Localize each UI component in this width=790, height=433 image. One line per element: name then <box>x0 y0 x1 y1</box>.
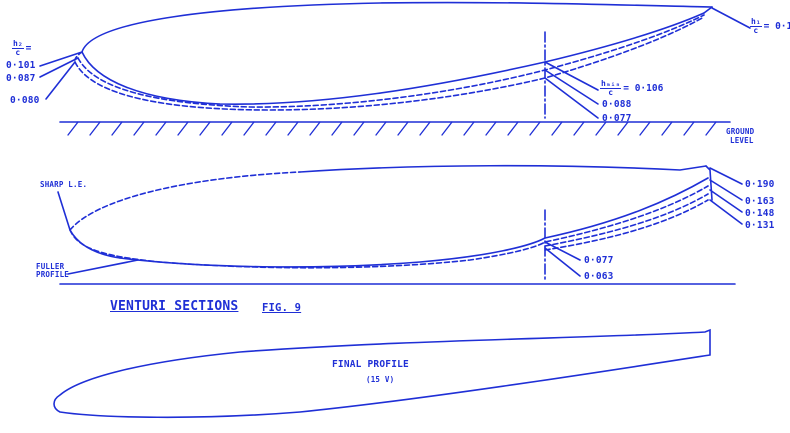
fuller-profile-label-2: PROFILE <box>36 270 70 279</box>
ratio-eq: = <box>25 43 32 54</box>
ratio-den: c <box>15 48 21 57</box>
tip-value-3: 0·148 <box>745 208 775 219</box>
mid-fuller-le <box>69 229 121 259</box>
final-profile-label: FINAL PROFILE <box>332 359 409 370</box>
leader-mid-3 <box>544 77 599 119</box>
leader-tip-4 <box>709 199 743 225</box>
leader-mid-low-1 <box>544 241 581 261</box>
leader-tip-3 <box>709 189 743 213</box>
leader-le-2 <box>39 57 79 78</box>
mid-airfoil-upper-dashed <box>69 171 301 231</box>
ratio-num: h₂ <box>12 39 24 49</box>
mid-value-1: = 0·106 <box>623 83 664 94</box>
tip-ratio-num: h₁ <box>750 17 762 27</box>
ground-hatching <box>67 121 717 136</box>
top-airfoil-lower-dashed-2 <box>74 16 705 111</box>
figure-number: FIG. 9 <box>262 302 302 314</box>
ground-label-1: GROUND <box>726 127 755 136</box>
mid-low-value-2: 0·063 <box>584 271 614 282</box>
top-airfoil-tip <box>703 6 713 14</box>
tip-ratio-den: c <box>753 26 759 35</box>
tip-ratio-value: = 0·1 <box>763 21 790 32</box>
mid-ratio-num: hₘᵢₙ <box>600 79 622 89</box>
leader-mid-low-2 <box>544 247 581 277</box>
final-profile-outline <box>53 328 711 419</box>
le-value-2: 0·087 <box>6 73 36 84</box>
final-profile-sub: (15 V) <box>366 375 395 384</box>
figure-title: VENTURI SECTIONS <box>110 299 239 314</box>
leader-tip-1 <box>709 167 743 185</box>
top-airfoil-upper <box>81 1 713 53</box>
leader-fuller <box>67 259 139 275</box>
mid-airfoil-lower-dashed-3 <box>544 199 709 251</box>
mid-ratio-den: c <box>608 88 614 97</box>
leader-mid-1 <box>544 61 599 91</box>
mid-value-2: 0·088 <box>602 99 632 110</box>
leader-le-3 <box>45 61 76 100</box>
ground-label-2: LEVEL <box>730 136 754 145</box>
mid-airfoil-lower-dashed-2 <box>544 193 709 247</box>
top-airfoil-lower-dashed-1 <box>77 14 705 108</box>
le-value-3: 0·080 <box>10 95 40 106</box>
le-value-1: 0·101 <box>6 60 36 71</box>
leader-sharp-le <box>57 191 71 231</box>
tip-value-4: 0·131 <box>745 220 775 231</box>
leader-mid-2 <box>544 69 599 105</box>
mid-airfoil-upper-solid <box>299 164 707 173</box>
sharp-le-label: SHARP L.E. <box>40 180 88 189</box>
tip-value-2: 0·163 <box>745 196 775 207</box>
mid-low-value-1: 0·077 <box>584 255 614 266</box>
leader-le-1 <box>39 51 83 67</box>
fuller-profile-label-1: FULLER <box>36 262 65 271</box>
mid-value-3: 0·077 <box>602 113 632 124</box>
tip-value-1: 0·190 <box>745 179 775 190</box>
leader-tip <box>711 7 751 29</box>
mid-airfoil-lower-dashed-1 <box>69 185 709 269</box>
top-airfoil-lower-solid <box>81 12 705 105</box>
leader-tip-2 <box>709 179 743 201</box>
